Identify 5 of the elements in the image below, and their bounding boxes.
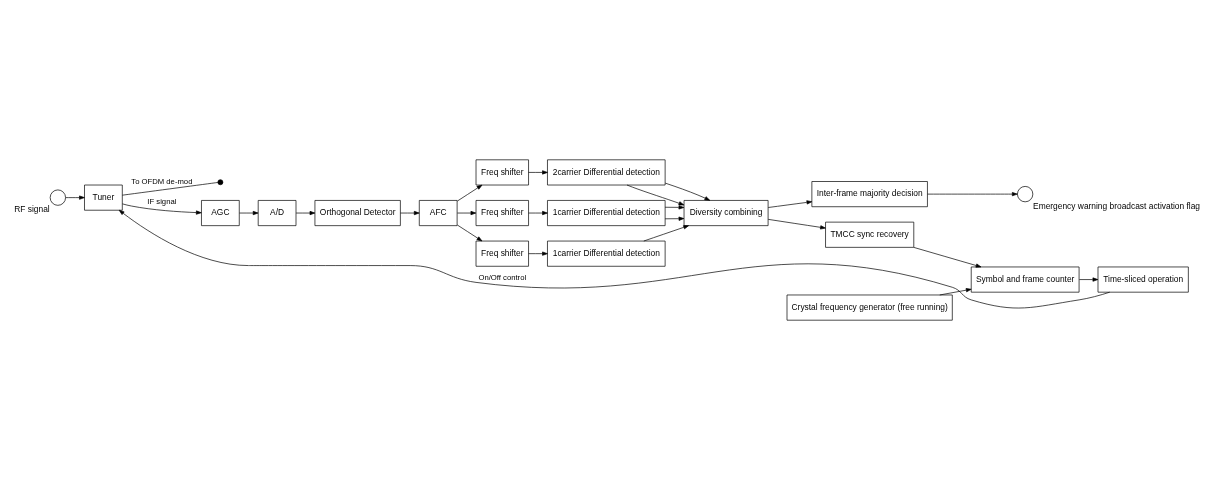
edge-label: IF signal	[147, 196, 177, 206]
node-label: Emergency warning broadcast activation flag	[1033, 200, 1201, 211]
edge-label: To OFDM de-mod	[131, 176, 193, 186]
node-label: RF signal	[14, 203, 50, 214]
edge-label: On/Off control	[478, 272, 527, 282]
